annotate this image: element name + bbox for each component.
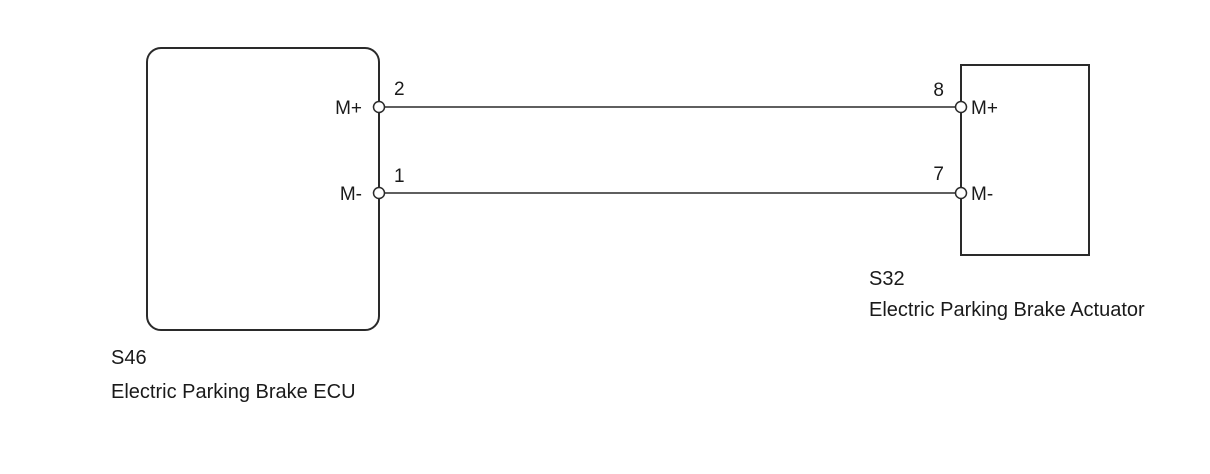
ecu-pin-label-m-plus: M+ [335,98,362,119]
ecu-pin-label-m-minus: M- [340,184,362,205]
actuator-code: S32 [869,268,905,290]
actuator-name: Electric Parking Brake Actuator [869,299,1145,321]
ecu-pin-number-m-minus: 1 [394,166,405,187]
ecu-terminal-m-minus [372,186,386,200]
ecu-terminal-m-plus [372,100,386,114]
actuator-pin-label-m-plus: M+ [971,98,998,119]
actuator-terminal-m-minus [954,186,968,200]
actuator-pin-label-m-minus: M- [971,184,993,205]
actuator-box [960,64,1090,256]
actuator-pin-number-m-minus: 7 [933,164,944,185]
actuator-pin-number-m-plus: 8 [933,80,944,101]
actuator-terminal-m-plus [954,100,968,114]
ecu-pin-number-m-plus: 2 [394,79,405,100]
ecu-code: S46 [111,347,147,369]
ecu-name: Electric Parking Brake ECU [111,381,356,403]
